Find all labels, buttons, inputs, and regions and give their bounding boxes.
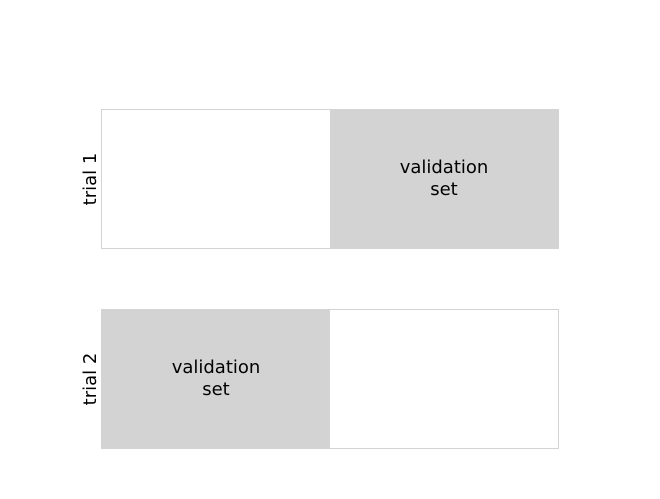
trial-1-validation-block: validation set <box>330 110 558 248</box>
trial-2-validation-block: validation set <box>102 310 330 448</box>
trial-2-label: trial 2 <box>80 352 101 406</box>
trial-1-train-block <box>102 110 330 248</box>
trial-1-row: validation set <box>101 109 559 249</box>
trial-1-validation-label: validation set <box>399 157 489 200</box>
trial-1-label: trial 1 <box>80 152 101 206</box>
trial-2-train-block <box>330 310 558 448</box>
trial-2-validation-label: validation set <box>171 357 261 400</box>
trial-2-row: validation set <box>101 309 559 449</box>
